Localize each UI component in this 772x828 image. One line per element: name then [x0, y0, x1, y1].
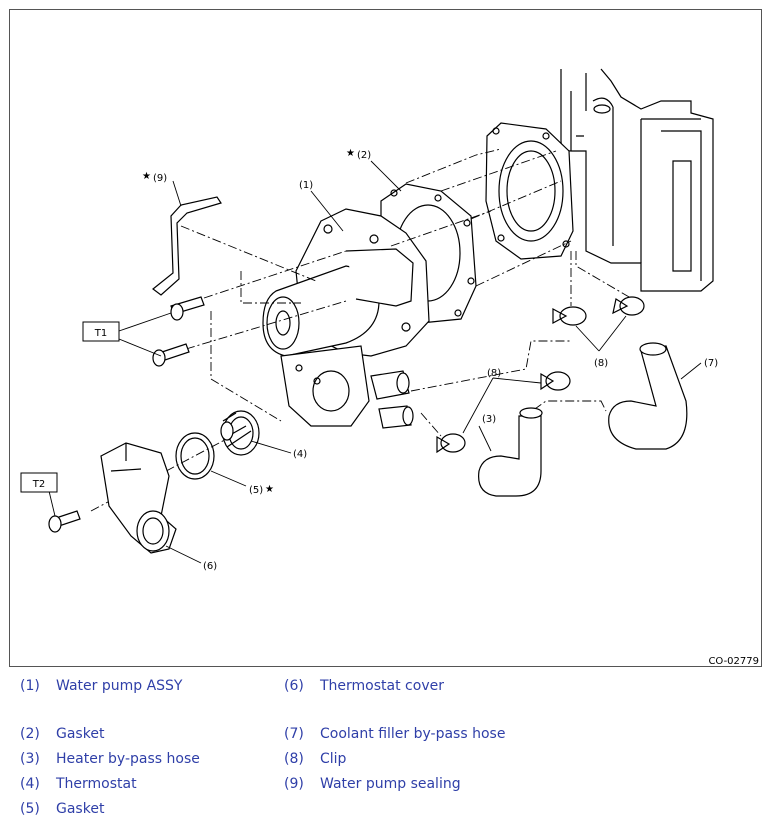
callout-9: (9): [153, 173, 167, 184]
diagram-frame: T1 T2 (1) ★ (2) ★ (9) (3) (4) (5) ★ (6) …: [9, 9, 762, 667]
callout-7: (7): [704, 358, 718, 369]
legend-label: Thermostat: [56, 776, 137, 792]
callout-4: (4): [293, 449, 307, 460]
callout-2: (2): [357, 150, 371, 161]
callout-6: (6): [203, 561, 217, 572]
clips: [436, 296, 645, 454]
legend-label: Coolant filler by-pass hose: [320, 726, 506, 742]
gasket-5: [175, 432, 215, 480]
torque-label-t2: T2: [20, 472, 58, 493]
legend-label: Gasket: [56, 726, 105, 742]
leader-lines: [48, 160, 702, 564]
legend-item: (8) Clip: [284, 751, 346, 767]
legend-label: Thermostat cover: [320, 678, 444, 694]
pump-housing-flange: [485, 122, 574, 260]
callout-8a: (8): [594, 358, 608, 369]
legend-number: (9): [284, 776, 304, 792]
torque-label-t1: T1: [82, 321, 120, 342]
legend-item: (1) Water pump ASSY: [20, 678, 182, 694]
legend-number: (7): [284, 726, 304, 742]
legend-number: (8): [284, 751, 304, 767]
t2-text: T2: [32, 479, 45, 490]
water-pump: [262, 208, 430, 429]
legend-label: Water pump sealing: [320, 776, 461, 792]
star-5: ★: [265, 484, 274, 495]
parts-legend: (1) Water pump ASSY (2) Gasket (3) Heater b…: [0, 670, 772, 828]
thermostat-cover: [100, 442, 177, 554]
legend-label: Gasket: [56, 801, 105, 817]
legend-item: (7) Coolant filler by-pass hose: [284, 726, 505, 742]
legend-item: (2) Gasket: [20, 726, 104, 742]
coolant-filler-bypass-hose: [608, 342, 688, 450]
legend-item: (4) Thermostat: [20, 776, 137, 792]
engine-block: [560, 68, 714, 292]
water-pump-sealing: [152, 196, 222, 296]
legend-number: (5): [20, 801, 40, 817]
callout-8b: (8): [487, 368, 501, 379]
callout-3: (3): [482, 414, 496, 425]
legend-label: Heater by-pass hose: [56, 751, 200, 767]
legend-number: (6): [284, 678, 304, 694]
legend-label: Clip: [320, 751, 347, 767]
legend-number: (3): [20, 751, 40, 767]
callout-5: (5): [249, 485, 263, 496]
legend-item: (9) Water pump sealing: [284, 776, 461, 792]
legend-item: (6) Thermostat cover: [284, 678, 444, 694]
star-9: ★: [142, 171, 151, 182]
legend-number: (2): [20, 726, 40, 742]
heater-bypass-hose: [478, 407, 543, 497]
legend-number: (4): [20, 776, 40, 792]
bolt-t2: [48, 510, 81, 533]
legend-item: (3) Heater by-pass hose: [20, 751, 200, 767]
callout-1: (1): [299, 180, 313, 191]
thermostat: [220, 410, 260, 456]
legend-label: Water pump ASSY: [56, 678, 183, 694]
figure-code: CO-02779: [708, 656, 759, 666]
legend-item: (5) Gasket: [20, 801, 104, 817]
legend-number: (1): [20, 678, 40, 694]
t1-text: T1: [94, 328, 107, 339]
star-2: ★: [346, 148, 355, 159]
exploded-diagram: T1 T2 (1) ★ (2) ★ (9) (3) (4) (5) ★ (6) …: [20, 68, 759, 666]
